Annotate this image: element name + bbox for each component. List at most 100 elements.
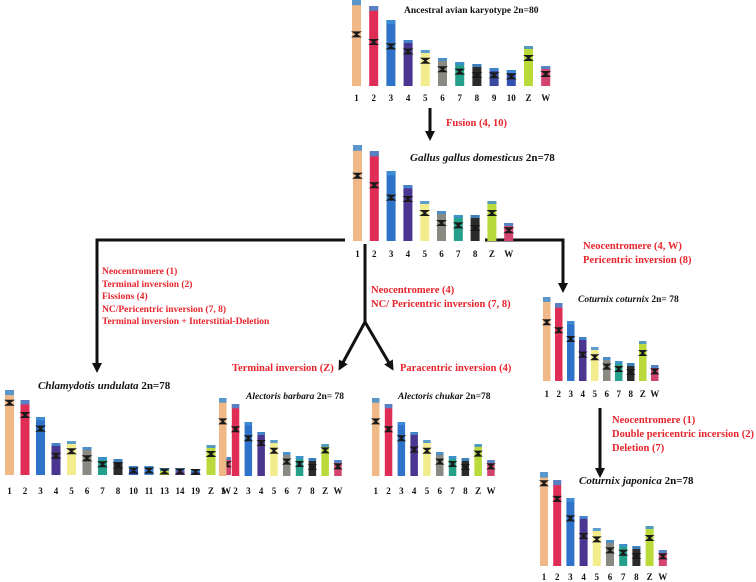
chromosome-label: Z: [525, 93, 532, 103]
centromere: [452, 222, 464, 229]
telomere-cap: [369, 6, 379, 11]
telomere-cap: [20, 400, 30, 405]
chromosome-6: [605, 540, 615, 566]
chromosome-body: [403, 40, 413, 86]
chromosome-label: 8: [472, 249, 478, 259]
centromere: [552, 495, 563, 502]
chromosome-7: [97, 457, 108, 475]
telomere-cap: [555, 303, 563, 308]
centromere: [542, 319, 552, 326]
title-ancestral: Ancestral avian karyotype 2n=80: [404, 6, 538, 16]
chromosome-body: [423, 440, 431, 476]
chromosome-W: [540, 66, 552, 86]
chromosome-label: 7: [457, 93, 462, 103]
chromosome-body: [231, 404, 240, 476]
chromosome-3: [396, 422, 407, 476]
event-line: Double pericentric incersion (2): [612, 429, 755, 440]
centromere: [128, 467, 139, 474]
chromosome-8: [631, 546, 642, 566]
chromosome-W: [503, 223, 515, 241]
telomere-cap: [567, 321, 575, 325]
chromosome-7: [452, 215, 464, 241]
centromere: [190, 469, 201, 475]
chromosome-1: [218, 398, 228, 476]
chromosome-5: [66, 441, 77, 475]
telomere-cap: [257, 432, 265, 435]
chromosome-body: [36, 417, 45, 475]
centromere: [402, 196, 414, 202]
chromosome-4: [578, 516, 589, 566]
telomere-cap: [645, 526, 654, 529]
telomere-cap: [543, 297, 551, 303]
chromosome-11: [143, 466, 155, 475]
chromosome-label: 3: [388, 249, 394, 259]
telomere-cap: [591, 347, 599, 350]
chromosome-5: [419, 50, 431, 86]
chromosome-number: 2n=78: [664, 475, 694, 487]
telomere-cap: [437, 211, 446, 214]
telomere-cap: [67, 441, 76, 444]
chromosome-Z: [644, 526, 655, 566]
telomere-cap: [219, 398, 227, 403]
telomere-cap: [541, 66, 551, 69]
chromosome-number: 2n=80: [513, 6, 539, 16]
chromosome-label: 3: [246, 486, 251, 496]
centromere: [256, 440, 266, 446]
centromere: [523, 55, 534, 61]
centromere: [644, 535, 655, 541]
centromere: [626, 369, 636, 375]
chromosome-14: [174, 468, 186, 475]
chromosome-5: [422, 440, 432, 476]
event-to-japonica: Neocentromere (1) Double pericentric inc…: [612, 414, 754, 456]
telomere-cap: [487, 460, 495, 463]
chromosome-body: [5, 390, 14, 475]
chromosome-label: 3: [38, 486, 43, 496]
centromere: [605, 547, 615, 554]
karyotype-chukar: [371, 398, 496, 476]
chromosome-Z: [205, 445, 217, 475]
chromosome-label: 10: [129, 486, 138, 496]
chromosome-body: [540, 472, 548, 566]
centromere: [402, 48, 414, 55]
chromosome-label: W: [541, 93, 551, 103]
chromosome-body: [386, 171, 396, 241]
centromere: [471, 72, 483, 78]
telomere-cap: [403, 185, 413, 189]
telomere-cap: [386, 20, 396, 24]
centromere: [657, 553, 668, 560]
telomere-cap: [615, 361, 623, 364]
karyotype-coturnix: [542, 297, 660, 381]
chromosome-4: [402, 185, 414, 241]
chromosome-4: [50, 443, 62, 475]
chromosome-label: 1: [541, 572, 547, 582]
chromosome-label: 14: [175, 486, 185, 496]
centromere: [396, 435, 407, 442]
chromosome-number: 2n= 78: [316, 392, 345, 402]
chromosome-body: [352, 0, 361, 86]
chromosome-body: [270, 440, 278, 476]
telomere-cap: [308, 458, 317, 461]
chromosome-8: [469, 215, 481, 241]
telomere-cap: [619, 544, 628, 547]
centromere: [333, 463, 343, 470]
chromosome-4: [409, 432, 419, 476]
chromosome-6: [436, 211, 447, 241]
telomere-cap: [632, 546, 641, 549]
centromere: [578, 351, 588, 358]
centromere: [230, 426, 241, 433]
chromosome-7: [614, 361, 624, 381]
centromere: [385, 194, 397, 201]
chromosome-number: 2n= 78: [651, 295, 679, 305]
telomere-cap: [455, 62, 465, 65]
chromosome-label: 4: [581, 572, 586, 582]
telomere-cap: [474, 444, 482, 447]
telomere-cap: [5, 390, 14, 396]
chromosome-body: [555, 303, 563, 381]
chromosome-label: 8: [634, 572, 639, 582]
chromosome-label: 5: [271, 486, 277, 496]
chromosome-label: 5: [594, 572, 600, 582]
chromosome-4: [402, 40, 414, 86]
chromosome-label: 2: [556, 389, 562, 399]
chromosome-label: 5: [422, 249, 427, 259]
chromosome-9: [488, 68, 500, 86]
